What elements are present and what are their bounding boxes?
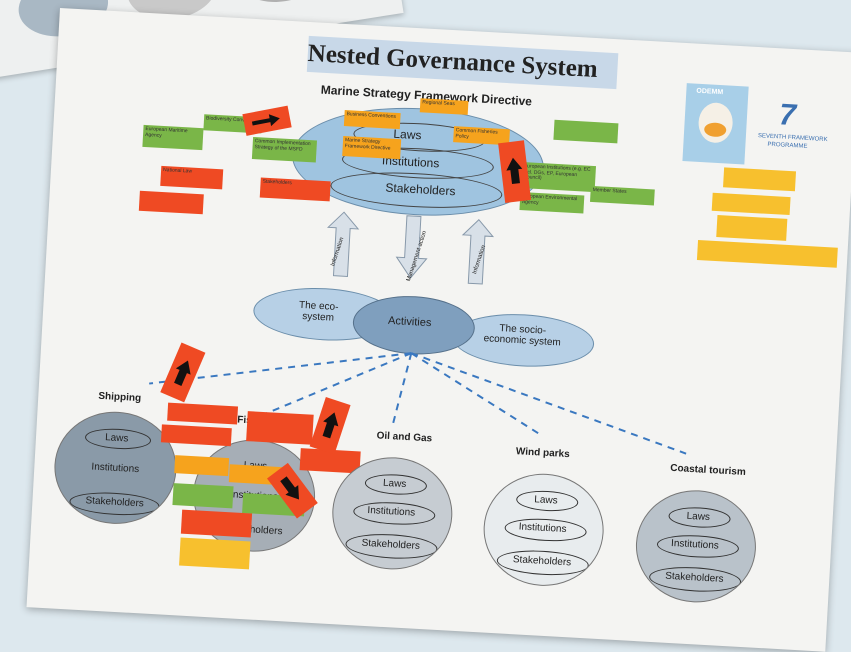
fp7-number: 7 <box>778 98 797 133</box>
yellow-note <box>716 215 788 241</box>
note-red-3 <box>138 190 204 215</box>
sector-wind-label: Wind parks <box>515 446 570 461</box>
odemm-logo-text: ODEMM <box>696 87 724 97</box>
note-red <box>167 402 239 425</box>
dashed-connectors <box>149 352 687 455</box>
note-coord: Common Implementation Strategy of the MS… <box>251 136 318 163</box>
shipping-institutions: Institutions <box>91 461 140 476</box>
arrow-right-icon <box>251 114 280 127</box>
sector-shipping-label: Shipping <box>98 390 142 405</box>
yellow-note <box>723 167 797 192</box>
odemm-logo: ODEMM <box>682 83 749 165</box>
arrow-up-icon <box>174 360 191 386</box>
arrow-up-left <box>326 211 360 277</box>
eco-label: The eco-system <box>298 299 339 324</box>
note-red <box>180 509 253 538</box>
arrow-down-icon <box>280 476 300 500</box>
wind-laws: Laws <box>533 494 558 507</box>
red-arrow-note <box>160 342 206 403</box>
sector-wind-circle: Laws Institutions Stakeholders <box>480 470 607 590</box>
tourism-laws: Laws <box>686 510 711 524</box>
note-stake: Stakeholders <box>259 177 331 202</box>
note-eu-inst: European Institutions (e.g. EC incl. DGs… <box>520 162 597 193</box>
note-msfd: Marine Strategy Framework Directive <box>342 136 402 160</box>
yellow-note <box>179 537 251 570</box>
arrow-up-icon <box>322 412 339 439</box>
note-red <box>160 424 232 447</box>
activities-label: Activities <box>387 314 432 330</box>
note-regional: Regional Seas <box>419 98 469 115</box>
red-arrow-note <box>309 396 351 455</box>
flow-arrows <box>326 211 495 285</box>
note-business: Business Conventions <box>343 110 401 130</box>
governance-poster: Nested Governance System Marine Strategy… <box>26 8 851 652</box>
note-green <box>172 483 234 509</box>
red-arrow-note <box>242 105 292 136</box>
note-red <box>246 411 314 445</box>
red-arrow-note <box>498 140 532 203</box>
note-agencies: European Maritime Agency <box>142 124 204 151</box>
fp7-logo: 7 SEVENTH FRAMEWORK PROGRAMME <box>753 97 838 161</box>
yellow-note <box>696 239 838 268</box>
note-member-states: Member States <box>590 185 655 206</box>
bg-circle <box>231 0 330 9</box>
oilgas-laws: Laws <box>382 477 407 491</box>
note-national: National Law <box>160 165 224 190</box>
arrow-up-right <box>461 218 495 285</box>
yellow-note <box>711 192 791 216</box>
red-arrow-note <box>267 462 318 519</box>
fp7-line2: PROGRAMME <box>767 141 808 150</box>
note-orange <box>174 455 230 477</box>
arrow-down-middle <box>395 215 428 279</box>
socio-label: The socio-economic system <box>483 323 562 349</box>
shipping-laws: Laws <box>104 432 129 445</box>
arrow-up-icon <box>506 157 523 185</box>
note-green-blank <box>553 119 619 144</box>
sector-tourism-circle: Laws Institutions Stakeholders <box>632 487 759 606</box>
